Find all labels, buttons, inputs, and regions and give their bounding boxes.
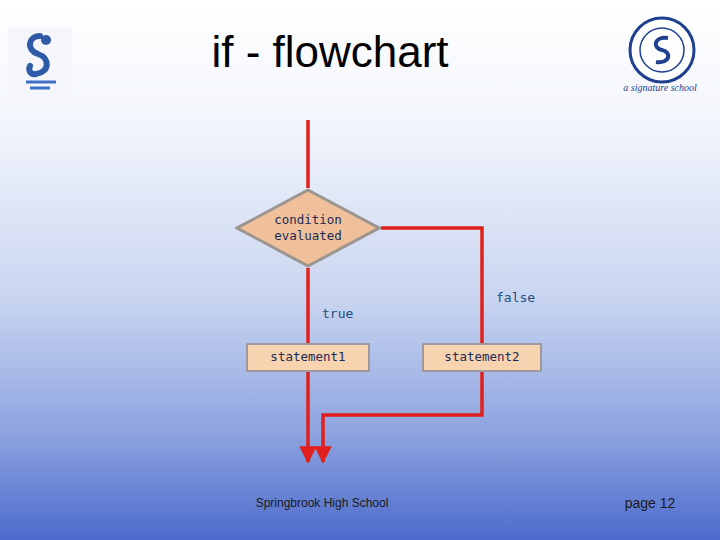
process-box: statement2 bbox=[422, 343, 542, 372]
node-text: statement1 bbox=[270, 349, 345, 365]
school-seal-ring bbox=[640, 28, 684, 72]
school-motto: a signature school bbox=[623, 82, 697, 93]
school-seal bbox=[630, 18, 694, 82]
entry-line bbox=[306, 120, 310, 188]
edge-label: true bbox=[322, 306, 353, 321]
node-text: statement2 bbox=[444, 349, 519, 365]
school-seal-letter bbox=[656, 38, 669, 62]
slide-title: if - flowchart bbox=[150, 28, 510, 76]
merge-line bbox=[306, 372, 310, 462]
flow-line bbox=[306, 268, 310, 343]
footer-text: Springbrook High School bbox=[256, 496, 389, 510]
merge-line bbox=[323, 372, 482, 462]
diamond-shape bbox=[237, 190, 379, 266]
process-box: statement1 bbox=[246, 343, 370, 372]
page-number: page 12 bbox=[625, 495, 676, 511]
edge-label: false bbox=[496, 290, 535, 305]
logo-head bbox=[41, 35, 51, 45]
flow-line bbox=[381, 228, 482, 343]
decision-diamond: condition evaluated bbox=[235, 188, 381, 268]
logo-base bbox=[26, 82, 56, 88]
node-text: condition evaluated bbox=[265, 212, 351, 245]
logo-panel bbox=[8, 28, 72, 96]
